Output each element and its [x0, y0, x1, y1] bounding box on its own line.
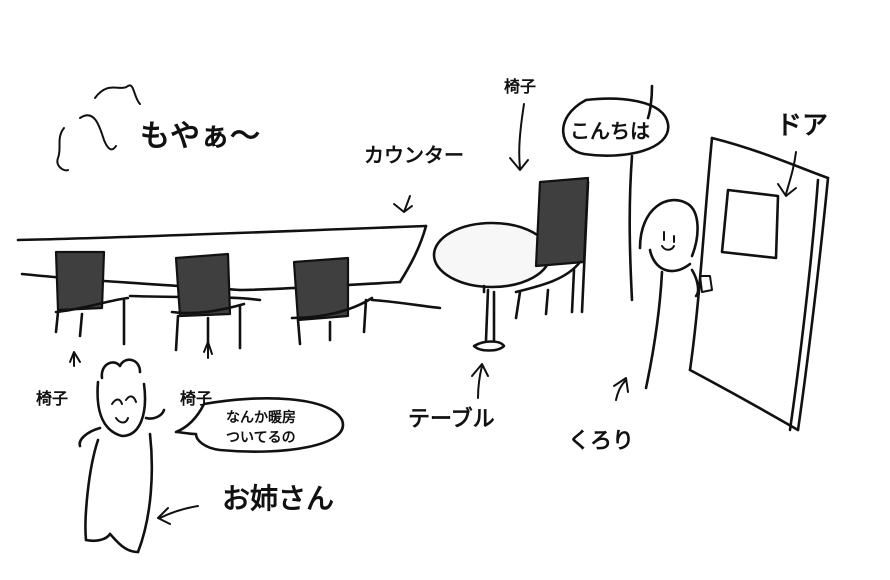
counter-label: カウンター [364, 143, 464, 167]
chair-label-mid: 椅子 [180, 389, 212, 408]
door-label: ドア [776, 111, 828, 141]
chair-label-left: 椅子 [36, 389, 68, 408]
door-drawing [688, 136, 830, 432]
moyaa-label: もやぁ〜 [140, 119, 260, 154]
kurori-figure [638, 198, 700, 390]
danbou-label-line2: ついてるの [226, 430, 296, 446]
kurori-label: くろり [568, 429, 634, 454]
danbou-label-line1: なんか暖房 [226, 409, 296, 426]
heat-squiggles [56, 84, 141, 172]
arrows [69, 103, 797, 525]
table-label: テーブル [408, 406, 495, 432]
chair-behind-table [514, 176, 590, 320]
chair-label-top: 椅子 [504, 77, 536, 96]
round-table [432, 221, 552, 352]
chair-1 [54, 250, 130, 346]
oneesan-label: お姉さん [222, 482, 334, 515]
chair-2 [170, 252, 246, 352]
chair-3 [290, 256, 374, 346]
oneesan-figure [78, 358, 166, 554]
ceiling-line [646, 84, 654, 120]
wall-line [628, 154, 634, 302]
konnichiha-label: こんちは [570, 119, 650, 143]
speech-bubble-danbou [174, 397, 345, 453]
speech-bubble-konnichiha [561, 97, 670, 157]
